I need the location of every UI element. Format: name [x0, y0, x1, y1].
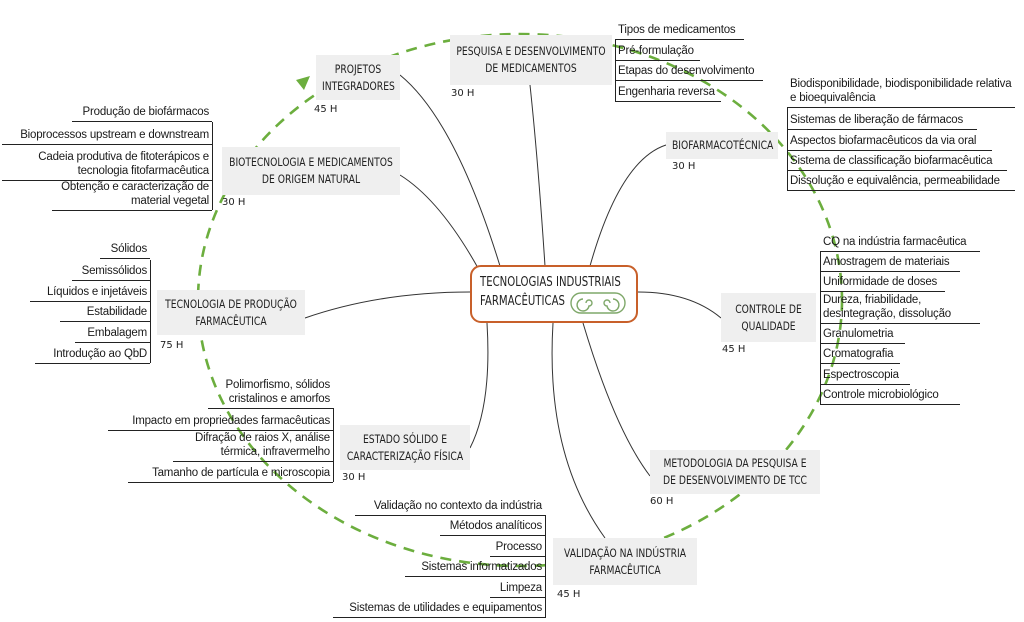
leaf-item[interactable]: Dureza, friabilidade, desintegração, dis… — [820, 291, 980, 324]
leaf-item[interactable]: Aspectos biofarmacêuticos da via oral — [787, 131, 992, 151]
leaf-bracket — [820, 252, 821, 405]
connector-biotec — [399, 174, 479, 269]
topic-controle[interactable]: Controle de Qualidade — [721, 293, 816, 342]
connector-estado — [469, 322, 489, 449]
leaf-item[interactable]: Difração de raios X, análise térmica, in… — [173, 431, 333, 462]
leaf-item[interactable]: Estabilidade — [60, 302, 150, 322]
leaf-bracket — [545, 515, 546, 618]
leaf-item[interactable]: Sistema de classificação biofarmacêutica — [787, 151, 1007, 171]
leaf-item[interactable]: Espectroscopia — [820, 366, 910, 385]
topic-title: Projetos Integradores — [322, 61, 395, 93]
leaf-item[interactable]: Pré-formulação — [615, 42, 700, 61]
leaf-item[interactable]: Biodisponibilidade, biodisponibilidade r… — [787, 73, 1015, 108]
central-topic[interactable]: Tecnologias Industriais Farmacêuticas — [470, 265, 638, 323]
connector-projetos — [399, 74, 501, 267]
leaf-item[interactable]: Introdução ao QbD — [35, 344, 150, 364]
leaf-item[interactable]: Métodos analíticos — [440, 516, 545, 536]
leaf-item[interactable]: Engenharia reversa — [615, 83, 721, 102]
leaf-item[interactable]: Dissolução e equivalência, permeabilidad… — [787, 171, 1015, 191]
hours-validacao: 45 H — [557, 589, 581, 600]
topic-projetos[interactable]: Projetos Integradores — [316, 55, 400, 100]
connector-controle — [637, 291, 722, 319]
leaf-item[interactable]: Amostragem de materiais — [820, 253, 960, 272]
leaf-item[interactable]: Semissólidos — [72, 261, 150, 281]
leaf-item[interactable]: Sistemas informatizados — [405, 557, 545, 577]
hours-biofarm: 30 H — [672, 161, 696, 172]
leaf-item[interactable]: Produção de biofármacos — [72, 102, 212, 122]
topic-title: Controle de Qualidade — [735, 301, 802, 333]
leaf-item[interactable]: Obtenção e caracterização de material ve… — [52, 180, 212, 211]
leaf-item[interactable]: Sólidos — [100, 239, 150, 259]
topic-biotec[interactable]: Biotecnologia e Medicamentos de Origem N… — [222, 147, 400, 195]
topic-pesquisa[interactable]: Pesquisa e Desenvolvimento de Medicament… — [450, 35, 612, 85]
connector-tecprod — [304, 291, 471, 319]
leaf-item[interactable]: Tipos de medicamentos — [615, 21, 744, 40]
leaf-item[interactable]: Embalagem — [75, 323, 150, 343]
leaf-item[interactable]: Granulometria — [820, 325, 905, 344]
hours-projetos: 45 H — [314, 104, 338, 115]
topic-estado[interactable]: Estado Sólido e Caracterização Física — [340, 425, 470, 470]
topic-title: Tecnologia de Produção Farmacêutica — [165, 296, 297, 328]
leaf-bracket — [333, 408, 334, 482]
hours-biotec: 30 H — [222, 197, 246, 208]
leaf-item[interactable]: Líquidos e injetáveis — [30, 282, 150, 302]
connector-metodologia — [582, 322, 651, 477]
leaf-bracket — [615, 40, 616, 101]
leaf-item[interactable]: Polimorfismo, sólidos cristalinos e amor… — [208, 376, 333, 409]
leaf-item[interactable]: Bioprocessos upstream e downstream — [2, 124, 212, 145]
topic-tecprod[interactable]: Tecnologia de Produção Farmacêutica — [157, 290, 305, 335]
hours-tecprod: 75 H — [160, 340, 184, 351]
connector-pesquisa — [529, 84, 546, 267]
hours-pesquisa: 30 H — [451, 88, 475, 99]
leaf-item[interactable]: Cromatografia — [820, 345, 900, 364]
topic-title: Estado Sólido e Caracterização Física — [346, 431, 464, 463]
connector-biofarm — [589, 144, 667, 267]
leaf-item[interactable]: Validação no contexto da indústria — [355, 494, 545, 516]
leaf-item[interactable]: Sistemas de utilidades e equipamentos — [333, 598, 545, 618]
topic-validacao[interactable]: Validação na Indústria Farmacêutica — [553, 538, 697, 585]
leaf-item[interactable]: Etapas do desenvolvimento — [615, 62, 763, 81]
leaf-bracket — [212, 122, 213, 210]
topic-title: Metodologia da Pesquisa e de Desenvolvim… — [663, 456, 807, 487]
topic-biofarm[interactable]: Biofarmacotécnica — [666, 132, 778, 159]
leaf-item[interactable]: CQ na indústria farmacêutica — [820, 233, 980, 252]
connector-validacao — [551, 322, 606, 539]
leaf-item[interactable]: Controle microbiológico — [820, 386, 960, 405]
swirl-logo-icon — [570, 292, 626, 314]
topic-title: Pesquisa e Desenvolvimento de Medicament… — [456, 44, 606, 75]
leaf-item[interactable]: Sistemas de liberação de fármacos — [787, 110, 977, 130]
leaf-item[interactable]: Tamanho de partícula e microscopia — [128, 462, 333, 483]
branch-connectors — [304, 74, 722, 539]
leaf-item[interactable]: Cadeia produtiva de fitoterápicos e tecn… — [2, 146, 212, 181]
arrowhead-icon — [296, 76, 310, 90]
hours-controle: 45 H — [722, 344, 746, 355]
topic-metodologia[interactable]: Metodologia da Pesquisa e de Desenvolvim… — [650, 450, 820, 494]
topic-title: Biotecnologia e Medicamentos de Origem N… — [229, 155, 393, 186]
topic-title: Biofarmacotécnica — [672, 138, 774, 152]
leaf-item[interactable]: Impacto em propriedades farmacêuticas — [108, 410, 333, 431]
topic-title: Validação na Indústria Farmacêutica — [564, 545, 686, 577]
leaf-bracket — [787, 108, 788, 190]
leaf-item[interactable]: Limpeza — [490, 578, 545, 598]
central-topic-title: Tecnologias Industriais Farmacêuticas — [480, 275, 621, 309]
hours-metodologia: 60 H — [650, 496, 674, 507]
leaf-item[interactable]: Processo — [490, 537, 545, 557]
leaf-item[interactable]: Uniformidade de doses — [820, 273, 945, 292]
leaf-bracket — [150, 260, 151, 363]
hours-estado: 30 H — [342, 472, 366, 483]
cycle-dashed-arrow — [196, 32, 844, 568]
